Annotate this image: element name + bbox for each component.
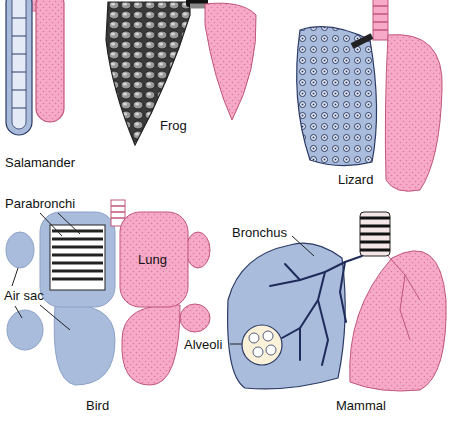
bird-lungs	[52, 270, 103, 273]
leader-line	[230, 236, 314, 344]
bird-lungs	[7, 310, 43, 350]
bird-lungs	[111, 211, 125, 213]
salamander-lungs	[6, 0, 32, 135]
mammal-lungs	[360, 241, 390, 244]
mammal-lungs	[242, 325, 282, 365]
mammal-lungs	[318, 300, 328, 365]
mammal-lungs	[263, 331, 273, 341]
part-label: Lung	[138, 252, 167, 267]
part-label: Bronchus	[232, 225, 287, 240]
animal-name: Salamander	[5, 155, 75, 170]
bird-lungs	[50, 225, 105, 290]
frog-lungs	[106, 0, 256, 145]
bird-lungs	[54, 304, 115, 385]
leader-line	[12, 213, 80, 330]
bird-lungs	[120, 212, 210, 385]
salamander-lungs	[12, 72, 26, 73]
mammal-lungs	[228, 212, 447, 391]
frog-lungs	[190, 4, 205, 9]
leader-line	[292, 236, 314, 256]
animal-name: Bird	[86, 398, 109, 413]
bird-lungs	[120, 212, 188, 307]
lizard-lungs	[373, 0, 388, 40]
lizard-lungs	[385, 35, 442, 192]
mammal-lungs	[360, 212, 390, 256]
salamander-lungs	[12, 18, 26, 108]
leader-line	[230, 344, 242, 345]
leader-line	[40, 213, 62, 236]
bird-lungs	[111, 217, 125, 219]
part-label: Parabronchi	[5, 196, 75, 211]
bird-lungs	[111, 206, 125, 218]
mammal-lungs	[270, 256, 362, 286]
bird-lungs	[52, 231, 103, 279]
lizard-lungs	[373, 21, 388, 23]
leader-line	[58, 213, 80, 234]
mammal-lungs	[400, 275, 410, 340]
mammal-lungs	[388, 256, 420, 340]
bird-lungs	[40, 212, 115, 307]
mammal-lungs	[253, 347, 263, 357]
bird-lungs	[111, 205, 125, 207]
leader-line	[12, 268, 18, 286]
salamander-lungs	[12, 54, 26, 55]
bird-lungs	[122, 305, 180, 385]
salamander-lungs	[6, 0, 64, 135]
bird-lungs	[52, 238, 103, 241]
salamander-lungs	[36, 0, 64, 122]
lizard-lungs	[373, 5, 388, 7]
mammal-lungs	[360, 249, 390, 252]
animal-name: Frog	[160, 118, 187, 133]
mammal-lungs	[360, 233, 390, 236]
bird-lungs	[6, 232, 34, 268]
mammal-lungs	[228, 243, 346, 389]
bird-lungs	[52, 278, 103, 281]
lizard-lungs	[373, 6, 388, 30]
mammal-lungs	[350, 251, 446, 391]
bird-lungs	[52, 262, 103, 265]
mammal-lungs	[360, 225, 390, 228]
salamander-lungs	[12, 90, 26, 91]
salamander-lungs	[12, 36, 26, 37]
animal-name: Lizard	[338, 172, 373, 187]
leader-line	[40, 305, 70, 330]
mammal-lungs	[360, 218, 390, 250]
leader-line	[15, 306, 22, 318]
mammal-lungs	[299, 328, 301, 360]
animal-name: Mammal	[336, 398, 386, 413]
lizard-lungs	[373, 13, 388, 15]
lizard-lungs	[352, 36, 372, 46]
mammal-lungs	[249, 331, 276, 357]
lizard-lungs	[373, 29, 388, 31]
mammal-lungs	[270, 256, 362, 365]
lizard-lungs	[297, 27, 377, 166]
bird-lungs	[52, 254, 103, 257]
bird-lungs	[186, 232, 210, 268]
part-label: Alveoli	[184, 337, 222, 352]
frog-lungs	[106, 2, 190, 145]
mammal-lungs	[340, 262, 346, 322]
frog-lungs	[205, 3, 256, 120]
bird-lungs	[52, 246, 103, 249]
mammal-lungs	[285, 264, 300, 280]
salamander-lungs	[12, 108, 26, 109]
salamander-lungs	[12, 18, 26, 19]
mammal-lungs	[388, 256, 420, 300]
part-label: Air sac	[4, 288, 44, 303]
mammal-lungs	[360, 217, 390, 220]
mammal-lungs	[266, 345, 276, 355]
mammal-lungs	[249, 333, 259, 343]
bird-lungs	[180, 304, 210, 332]
lizard-lungs	[297, 0, 442, 191]
salamander-lungs	[12, 0, 26, 129]
